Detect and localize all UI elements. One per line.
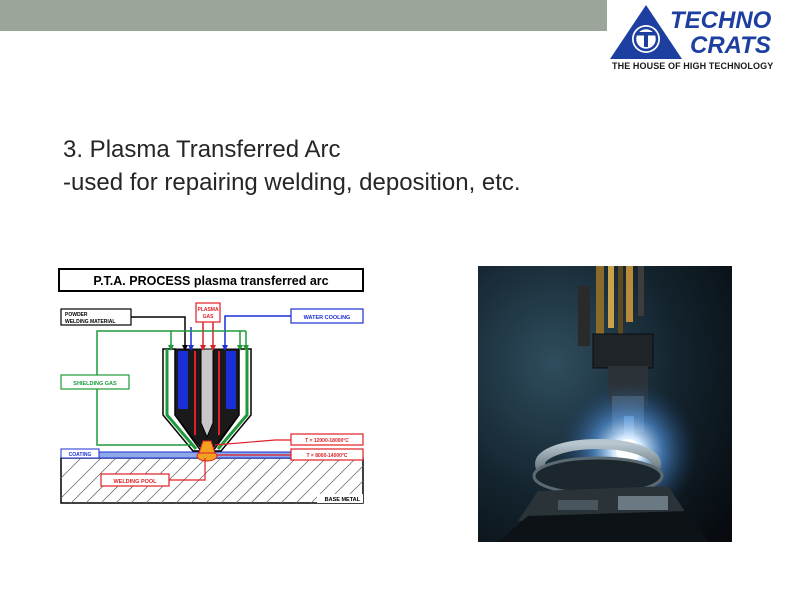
label-coating: COATING bbox=[69, 452, 92, 458]
brand-name-line2: CRATS bbox=[690, 32, 771, 59]
label-welding-pool: WELDING POOL bbox=[113, 479, 157, 485]
label-shielding-gas: SHIELDING GAS bbox=[73, 381, 117, 387]
header-band bbox=[0, 0, 607, 31]
diagram-title-box bbox=[58, 268, 364, 292]
label-base-metal: BASE METAL bbox=[325, 497, 361, 503]
company-logo: TECHNO CRATS bbox=[610, 3, 800, 75]
label-plasma-gas-2: GAS bbox=[203, 314, 215, 320]
label-temp-pool: T = 8000-14000°C bbox=[306, 453, 347, 459]
label-powder-2: WELDING MATERIAL bbox=[65, 319, 115, 325]
plasma-arc bbox=[198, 440, 216, 454]
label-powder-1: POWDER bbox=[65, 312, 88, 318]
heading-line-2: -used for repairing welding, deposition,… bbox=[63, 169, 521, 196]
plasma-welding-photo bbox=[478, 266, 732, 542]
slide-heading: 3. Plasma Transferred Arc -used for repa… bbox=[63, 133, 521, 199]
label-plasma-gas-1: PLASMA bbox=[197, 307, 219, 313]
brand-tagline: THE HOUSE OF HIGH TECHNOLOGY bbox=[612, 61, 774, 71]
diagram-title: P.T.A. PROCESS plasma transferred arc bbox=[93, 274, 328, 288]
brand-name-line1: TECHNO bbox=[670, 7, 772, 34]
label-water-cooling: WATER COOLING bbox=[304, 315, 351, 321]
label-temp-arc: T = 12000-18000°C bbox=[305, 438, 349, 444]
heading-line-1: 3. Plasma Transferred Arc bbox=[63, 136, 341, 163]
pta-process-diagram: P.T.A. PROCESS plasma transferred arc bbox=[55, 265, 367, 510]
